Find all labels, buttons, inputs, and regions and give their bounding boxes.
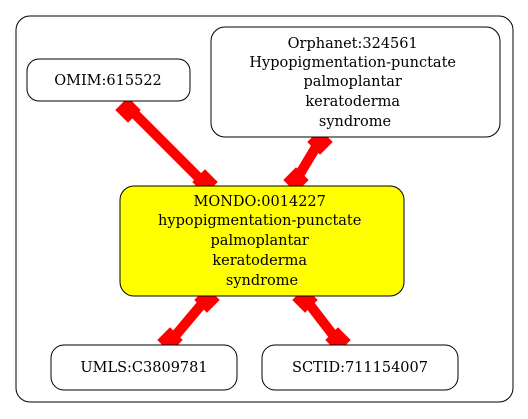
node-umls[interactable]: UMLS:C3809781 — [50, 344, 238, 391]
node-sctid-box — [261, 344, 459, 391]
svg-text:Orphanet:324561 Hypopigm: Orphanet:324561 Hypopigmentation-punctat… — [249, 36, 460, 130]
node-mondo-label-line: MONDO:0014227 — [193, 194, 325, 210]
node-orphanet-label-line: Orphanet:324561 — [288, 36, 418, 52]
node-mondo-label-line: palmoplantar — [211, 233, 309, 249]
node-mondo[interactable]: MONDO:0014227 hypopigmentation-punctate … — [119, 185, 405, 297]
node-orphanet-label-line: palmoplantar — [304, 74, 402, 90]
svg-text:SCTID:711154007: SCTID:711154007 — [292, 360, 428, 376]
node-omim-box — [26, 58, 191, 102]
node-umls-box — [50, 344, 238, 391]
svg-text:MONDO:0014227 hypopigmen: MONDO:0014227 hypopigmentation-punctate … — [158, 194, 366, 289]
svg-text:UMLS:C3809781: UMLS:C3809781 — [80, 360, 207, 376]
node-orphanet-label-line: keratoderma — [305, 94, 400, 110]
node-orphanet-box — [210, 26, 501, 138]
svg-text:OMIM:615522: OMIM:615522 — [54, 73, 162, 89]
node-mondo-label-line: syndrome — [226, 273, 298, 289]
node-omim-label: OMIM:615522 — [54, 73, 162, 89]
node-sctid-label: SCTID:711154007 — [292, 360, 428, 376]
node-orphanet-label-line: Hypopigmentation-punctate — [249, 55, 456, 71]
node-umls-label: UMLS:C3809781 — [80, 360, 207, 376]
node-mondo-label-line: keratoderma — [212, 253, 307, 269]
node-orphanet-label-line: syndrome — [319, 114, 391, 130]
node-omim[interactable]: OMIM:615522 — [26, 58, 191, 102]
node-sctid[interactable]: SCTID:711154007 — [261, 344, 459, 391]
node-orphanet[interactable]: Orphanet:324561 Hypopigmentation-punctat… — [210, 26, 501, 138]
node-mondo-box — [119, 185, 405, 297]
node-mondo-label-line: hypopigmentation-punctate — [158, 213, 361, 229]
